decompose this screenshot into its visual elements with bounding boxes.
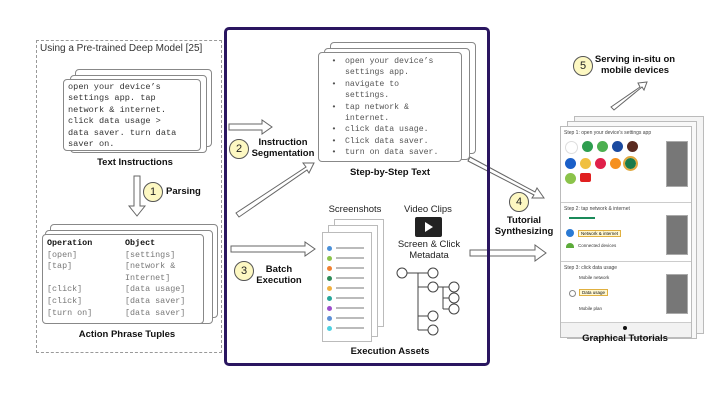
operation-cell: [turn on] (47, 307, 93, 318)
metadata-tree (396, 267, 460, 336)
video-clips-label: Video Clips (404, 204, 452, 215)
graphical-tutorials-caption: Graphical Tutorials (582, 333, 668, 344)
operation-header: Operation (47, 238, 93, 248)
network-internet-highlight: Network & internet (578, 229, 622, 237)
pretrained-model-panel (36, 40, 222, 353)
tree-node (448, 303, 460, 315)
serving-arrow (610, 81, 648, 111)
instruction-line: network & internet. (68, 104, 166, 115)
object-cell: Internet] (125, 272, 171, 283)
step-1-label: Parsing (166, 186, 201, 197)
step-4-badge: 4 (509, 192, 529, 212)
parsing-arrow (127, 175, 147, 217)
instruction-line: settings app. tap (68, 93, 156, 104)
operation-cell: [click] (47, 284, 83, 295)
tuple-row: [click] [data saver] (47, 296, 199, 308)
step-bullet: •click data usage. (331, 125, 429, 135)
screenshots-label: Screenshots (328, 204, 382, 215)
graphical-tutorial: Step 1: open your device's settings app … (560, 126, 692, 338)
text-instructions-card: open your device’s settings app. tap net… (63, 79, 201, 151)
execution-assets-caption: Execution Assets (350, 346, 430, 357)
step-5-badge: 5 (573, 56, 593, 76)
operation-cell: [click] (47, 295, 83, 306)
tree-node (427, 324, 439, 336)
screenshot-front (322, 232, 372, 342)
tutorial-step-1: Step 1: open your device's settings app (561, 127, 691, 203)
text-instructions-caption: Text Instructions (97, 157, 173, 168)
object-cell: [data saver] (125, 307, 186, 318)
tutorial-step-3: Step 3: click data usage Mobile network … (561, 262, 691, 323)
tuple-row: [turn on] [data saver] (47, 308, 199, 320)
step-bullet: •turn on data saver. (331, 148, 439, 158)
operation-cell: [open] (47, 249, 78, 260)
pretrained-model-title: Using a Pre-trained Deep Model [25] (40, 43, 203, 54)
metadata-to-tutorial-arrow (469, 244, 547, 262)
tree-node (396, 267, 408, 279)
tuple-row: [click] [data usage] (47, 284, 199, 296)
operation-cell (47, 273, 125, 284)
batch-execution-arrow (230, 241, 316, 257)
object-cell: [data saver] (125, 295, 186, 306)
step-1-badge: 1 (143, 182, 163, 202)
tree-node (427, 310, 439, 322)
step-by-step-caption: Step-by-Step Text (349, 167, 431, 178)
data-usage-highlight: Data usage (579, 289, 609, 296)
tuple-row: [open] [settings] (47, 250, 199, 262)
tuple-row: Internet] (47, 273, 199, 285)
tuple-row: [tap] [network & (47, 261, 199, 273)
action-phrase-caption: Action Phrase Tuples (78, 329, 176, 340)
step-bullet: •tap network &internet. (331, 102, 409, 124)
tree-node (448, 292, 460, 304)
tree-node (427, 267, 439, 279)
operation-cell: [tap] (47, 261, 73, 272)
execution-panel (224, 27, 490, 366)
instruction-line: open your device’s (68, 82, 161, 92)
video-clip-icon (415, 217, 442, 237)
tree-node (448, 281, 460, 293)
instruction-line: data saver. turn data (68, 127, 177, 138)
instruction-line: saver on. (68, 139, 115, 150)
step-bullet: •Click data saver. (331, 136, 429, 146)
instruction-line: click data usage > (68, 116, 161, 127)
tree-node (427, 281, 439, 293)
action-phrase-table: Operation Object [open][settings] [tap][… (42, 234, 204, 324)
object-header: Object (125, 238, 156, 248)
segmentation-arrow (228, 119, 273, 135)
object-cell: [data usage] (125, 284, 186, 295)
tuples-to-text-arrow (235, 162, 315, 218)
page-indicator-dot (623, 326, 627, 330)
tuple-header-row: Operation Object (47, 238, 199, 250)
step-2-badge: 2 (229, 139, 249, 159)
object-cell: [network & (125, 261, 176, 272)
object-cell: [settings] (125, 249, 176, 260)
step-3-badge: 3 (234, 261, 254, 281)
tutorial-step-2: Step 2: tap network & internet Network &… (561, 203, 691, 262)
